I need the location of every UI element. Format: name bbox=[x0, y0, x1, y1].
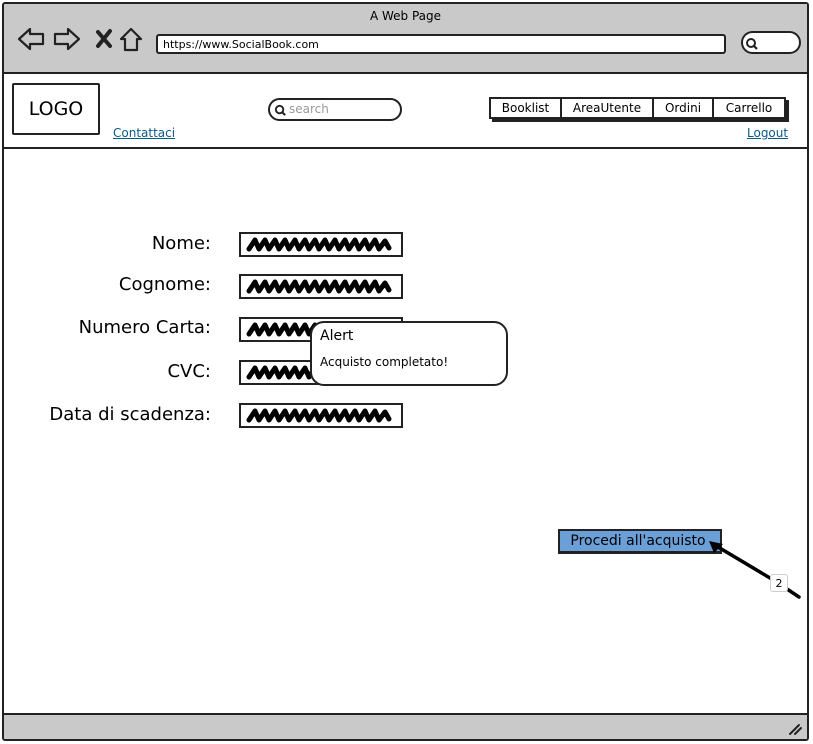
label-numero-carta: Numero Carta: bbox=[78, 317, 211, 338]
scribble-text-icon bbox=[246, 279, 392, 294]
label-nome: Nome: bbox=[151, 233, 211, 254]
status-bar bbox=[4, 713, 807, 739]
search-icon bbox=[746, 38, 758, 50]
tab-booklist[interactable]: Booklist bbox=[491, 99, 562, 117]
window-title: A Web Page bbox=[369, 9, 442, 23]
back-arrow-icon[interactable] bbox=[16, 24, 46, 54]
tab-areautente[interactable]: AreaUtente bbox=[562, 99, 654, 117]
logout-link[interactable]: Logout bbox=[747, 126, 789, 140]
scribble-text-icon bbox=[246, 237, 392, 252]
resize-grip-icon[interactable] bbox=[787, 722, 803, 736]
browser-search-box[interactable] bbox=[741, 31, 801, 54]
scribble-text-icon bbox=[246, 408, 392, 423]
cognome-field[interactable] bbox=[239, 274, 403, 299]
alert-title: Alert bbox=[320, 328, 354, 344]
search-placeholder: search bbox=[289, 102, 329, 116]
header-divider bbox=[4, 147, 807, 149]
close-icon[interactable] bbox=[90, 24, 120, 54]
label-cvc: CVC: bbox=[167, 361, 211, 382]
address-bar[interactable]: https://www.SocialBook.com bbox=[156, 34, 726, 54]
alert-message: Acquisto completato! bbox=[320, 355, 449, 369]
label-data-scadenza: Data di scadenza: bbox=[49, 404, 211, 425]
annotation-badge: 2 bbox=[770, 574, 788, 592]
procedi-acquisto-button[interactable]: Procedi all'acquisto bbox=[558, 529, 722, 554]
forward-arrow-icon[interactable] bbox=[52, 24, 82, 54]
search-icon bbox=[274, 104, 286, 116]
tab-carrello[interactable]: Carrello bbox=[725, 101, 773, 115]
contact-link[interactable]: Contattaci bbox=[113, 126, 176, 140]
nav-tabs: Booklist AreaUtente Ordini Carrello bbox=[489, 97, 786, 119]
home-icon[interactable] bbox=[116, 24, 146, 54]
nome-field[interactable] bbox=[239, 232, 403, 257]
data-scadenza-field[interactable] bbox=[239, 403, 403, 428]
site-logo[interactable]: LOGO bbox=[12, 83, 100, 135]
tab-ordini[interactable]: Ordini bbox=[654, 99, 714, 117]
site-search-input[interactable]: search bbox=[268, 98, 402, 121]
annotation-arrow-icon bbox=[709, 541, 801, 599]
label-cognome: Cognome: bbox=[118, 274, 211, 295]
alert-dialog[interactable]: Alert Acquisto completato! bbox=[310, 321, 508, 386]
browser-toolbar: A Web Page https://www.SocialBook.com bbox=[4, 4, 807, 74]
